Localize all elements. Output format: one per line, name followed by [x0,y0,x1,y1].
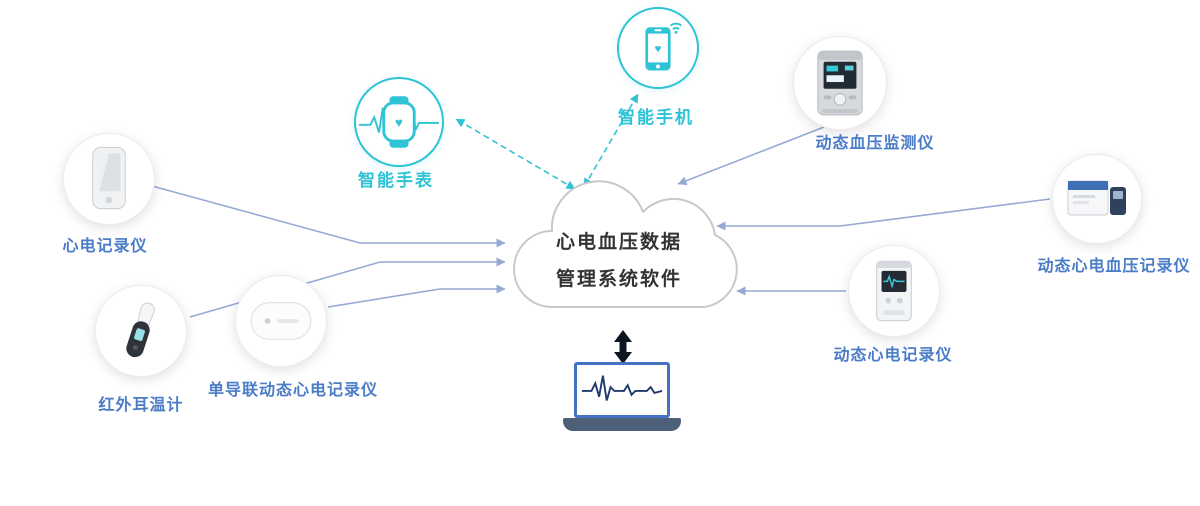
bp-monitor-label: 动态血压监测仪 [815,135,935,152]
double-arrow-cloud-laptop [614,330,632,364]
patch-recorder-icon [250,302,312,340]
node-handheld-ecg [63,133,155,225]
holter-recorder-label: 动态心电记录仪 [833,347,953,364]
smartwatch-label: 智能手表 [358,171,434,190]
arrow-bp-monitor-to-cloud [677,126,825,186]
smartphone-icon: ♥ [645,22,682,71]
handheld-ecg-label: 心电记录仪 [62,238,148,255]
node-smartwatch: ♥ [354,77,444,167]
ecg-waveform-icon [581,375,663,401]
arrow-cloud-smartphone-dashed [583,93,639,188]
cloud-shape [513,180,738,308]
handheld-ecg-icon [92,146,126,210]
node-ecg-bp-recorder [1052,154,1142,244]
cloud-title-line1: 心电血压数据 [555,232,682,253]
holter-recorder-icon [876,260,912,322]
node-ear-thermometer [95,285,187,377]
arrow-ecg-bp-recorder-to-cloud [716,198,1051,231]
node-bp-monitor [793,36,887,130]
arrow-cloud-smartwatch-dashed [455,118,576,190]
svg-text:♥: ♥ [655,43,662,56]
bp-monitor-icon [817,50,863,116]
smartphone-label: 智能手机 [618,108,694,127]
smartwatch-icon: ♥ [359,96,439,148]
svg-text:♥: ♥ [395,115,403,130]
ecg-bp-recorder-label: 动态心电血压记录仪 [1037,258,1191,275]
ecg-bp-recorder-icon [1067,180,1126,216]
node-holter-recorder [848,245,940,337]
node-patch-recorder [235,275,327,367]
cloud-title-line2: 管理系统软件 [555,269,682,290]
laptop-screen [574,362,670,418]
laptop-base [563,418,681,431]
ear-thermometer-icon [126,302,155,358]
arrow-handheld-ecg-to-cloud [151,185,506,248]
patch-recorder-label: 单导联动态心电记录仪 [207,382,379,399]
node-smartphone: ♥ [617,7,699,89]
cloud-title: 心电血压数据 管理系统软件 [518,224,720,298]
ear-thermometer-label: 红外耳温计 [98,397,184,414]
arrow-patch-recorder-to-cloud [327,284,506,308]
